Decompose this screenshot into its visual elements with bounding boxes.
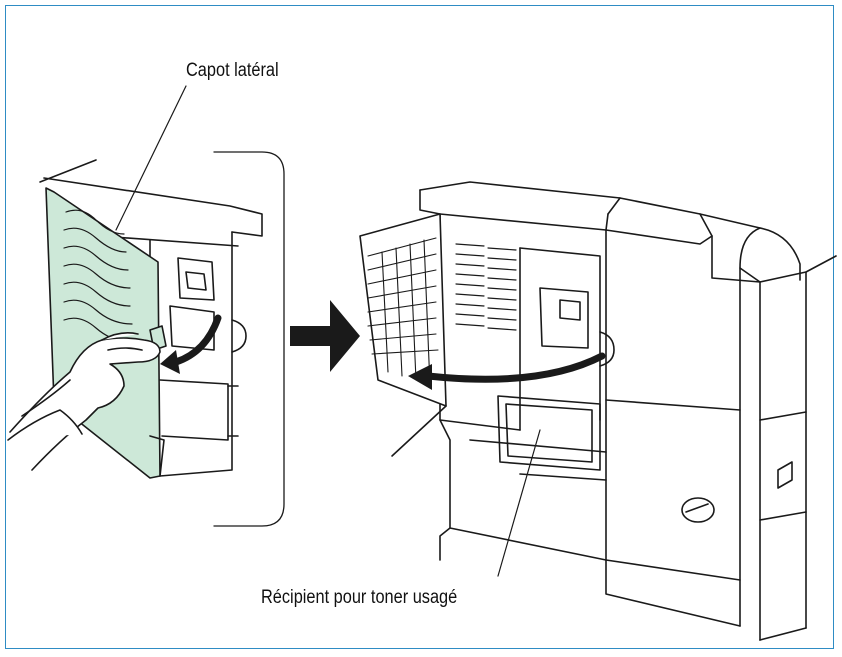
waste-toner-box-label: Récipient pour toner usagé (261, 587, 458, 608)
leader-line-toner (497, 429, 541, 577)
hand (7, 332, 161, 471)
side-cover-label: Capot latéral (186, 60, 279, 81)
right-arrow-icon (290, 300, 360, 372)
side-cover-open (359, 213, 447, 457)
curved-arrow-icon (160, 314, 222, 374)
leader-line-cover (115, 85, 187, 231)
closeup-panel (7, 151, 285, 527)
curved-arrow-icon (408, 352, 606, 390)
printer (359, 181, 837, 641)
